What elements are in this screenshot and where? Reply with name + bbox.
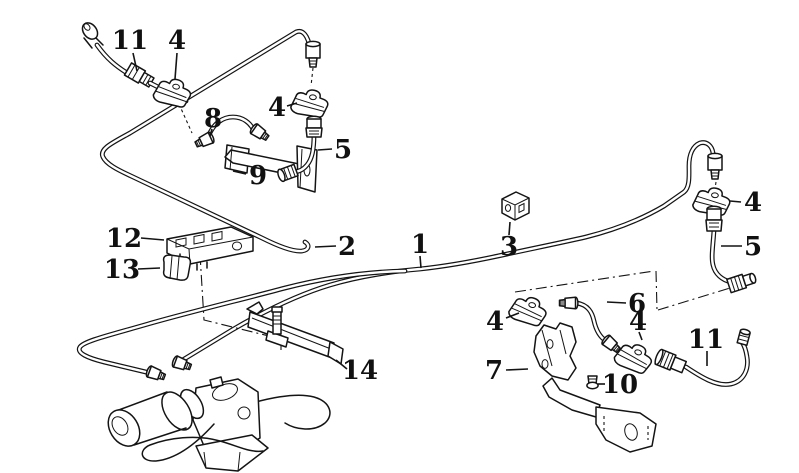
callout-label-4-bottom-mid: 4 xyxy=(629,307,647,337)
brake-hose-5-right xyxy=(705,205,757,294)
callout-label-1: 1 xyxy=(411,230,429,260)
callout-label-2: 2 xyxy=(338,232,356,262)
callout-leader-8 xyxy=(209,128,213,137)
callout-label-8: 8 xyxy=(204,104,222,134)
connector-3 xyxy=(501,191,530,221)
banjo-fitting xyxy=(81,22,104,49)
callout-leader-9 xyxy=(232,170,247,175)
callout-leader-12 xyxy=(140,237,165,241)
callout-leader-3 xyxy=(508,221,511,236)
callout-label-13: 13 xyxy=(104,255,140,285)
nut-10 xyxy=(586,375,599,390)
callout-leader-1 xyxy=(419,255,422,269)
callout-label-5-left: 5 xyxy=(334,135,352,165)
brake-hose-5-left xyxy=(277,115,323,183)
callout-leader-5-left xyxy=(317,148,333,151)
callout-label-11-right: 11 xyxy=(688,325,724,355)
pipe-2-end-nut xyxy=(305,40,321,68)
callout-label-6: 6 xyxy=(628,289,646,319)
callout-leader-14 xyxy=(335,359,348,370)
callouts: 11 4 8 4 5 9 12 13 2 1 3 4 5 6 4 4 7 xyxy=(104,26,762,400)
callout-label-4-right: 4 xyxy=(744,188,762,218)
abs-hydraulic-unit xyxy=(107,376,331,472)
callout-leader-13 xyxy=(137,267,161,270)
callout-label-5-right: 5 xyxy=(744,232,762,262)
callout-leader-11-left xyxy=(132,52,138,72)
callout-label-7: 7 xyxy=(485,356,503,386)
callout-leader-4-mid-left xyxy=(286,102,298,107)
callout-leader-6 xyxy=(606,301,627,304)
callout-label-9: 9 xyxy=(249,161,267,191)
brake-hose-11-left xyxy=(81,22,186,101)
callout-label-11-left: 11 xyxy=(112,26,148,56)
clip-4-bottom-left xyxy=(506,292,550,329)
callout-label-4-bottom-left: 4 xyxy=(486,307,504,337)
clip-4-top-left xyxy=(151,75,194,110)
callout-label-3: 3 xyxy=(500,232,518,262)
pipe-holder-12 xyxy=(166,226,254,271)
callout-label-4-mid-left: 4 xyxy=(268,93,286,123)
pipe-flare-nut-a xyxy=(144,364,168,384)
callout-leader-2 xyxy=(314,245,337,248)
callout-leader-4-right xyxy=(729,200,742,203)
callout-leader-7 xyxy=(505,368,529,371)
callout-label-14: 14 xyxy=(342,356,378,386)
callout-leader-4-top-left xyxy=(174,52,178,80)
clip-13 xyxy=(162,254,192,281)
callout-leader-4-bottom-left xyxy=(505,312,520,319)
callout-label-10: 10 xyxy=(602,370,638,400)
callout-leader-4-bottom-mid xyxy=(638,331,643,341)
callout-label-4-top-left: 4 xyxy=(168,26,186,56)
bracket-14 xyxy=(246,301,344,365)
callout-label-12: 12 xyxy=(106,224,142,254)
brake-hose-11-right xyxy=(654,328,751,384)
pipe-1-end-nut xyxy=(707,152,723,180)
bracket-7 xyxy=(533,322,657,453)
